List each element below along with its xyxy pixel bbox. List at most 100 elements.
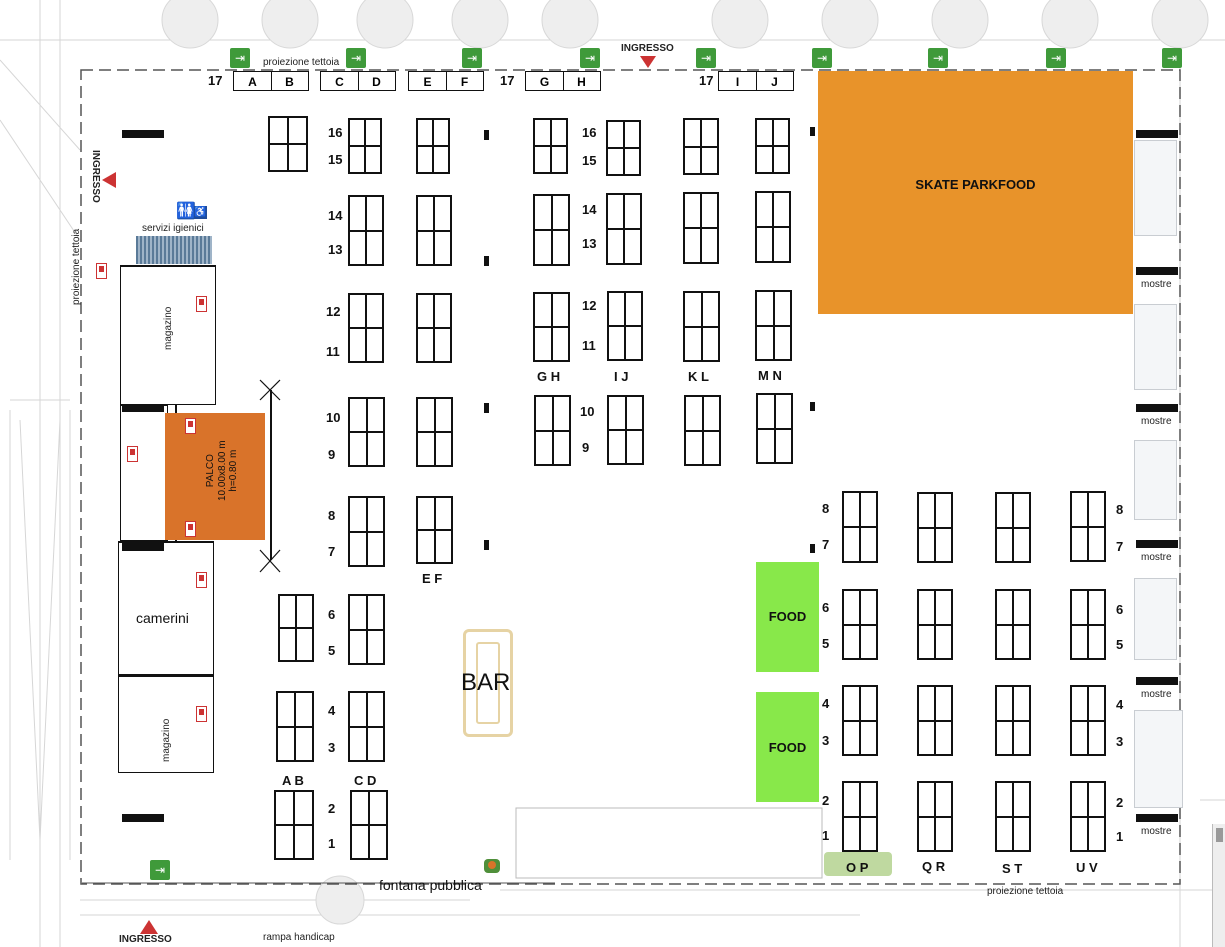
stall-block[interactable] xyxy=(683,192,719,264)
stall-block[interactable] xyxy=(995,781,1031,852)
stall-block[interactable] xyxy=(842,685,878,756)
column-label-ij: I J xyxy=(614,369,629,384)
scrollbar-thumb[interactable] xyxy=(1216,828,1223,842)
row-number-11: 11 xyxy=(582,338,596,353)
stall-block[interactable] xyxy=(995,589,1031,660)
stall-block[interactable] xyxy=(842,491,878,563)
row-number-5: 5 xyxy=(328,643,336,658)
emergency-exit-icon: ⇥ xyxy=(230,48,250,68)
stall-block[interactable] xyxy=(348,397,385,467)
stall-block[interactable] xyxy=(278,594,314,662)
stall-block[interactable] xyxy=(1070,491,1106,562)
wall-block xyxy=(1136,540,1178,548)
row-number-11: 11 xyxy=(326,344,340,359)
stall-block[interactable] xyxy=(995,685,1031,756)
stall-block[interactable] xyxy=(416,397,453,467)
toilets-label: servizi igienici xyxy=(142,223,204,234)
stall-letter: A xyxy=(248,75,257,89)
stall-block[interactable] xyxy=(416,118,450,174)
stall-block[interactable] xyxy=(607,395,644,465)
stall-block[interactable] xyxy=(1070,589,1106,660)
stall-block[interactable] xyxy=(606,120,641,176)
scrollbar[interactable] xyxy=(1212,824,1225,947)
emergency-exit-icon: ⇥ xyxy=(812,48,832,68)
stall-block[interactable] xyxy=(274,790,314,860)
stall-block[interactable] xyxy=(276,691,314,762)
row-number-3: 3 xyxy=(1116,734,1124,749)
stall-block[interactable] xyxy=(606,193,642,265)
row-number-8: 8 xyxy=(328,508,336,523)
stall-block[interactable] xyxy=(684,395,721,466)
wall-block xyxy=(122,404,164,412)
stall-letter: F xyxy=(460,75,469,89)
stall-block[interactable] xyxy=(534,395,571,466)
stall-block[interactable] xyxy=(416,293,452,363)
stall-block[interactable] xyxy=(995,492,1031,563)
post-marker xyxy=(484,540,489,550)
stall-block[interactable] xyxy=(348,594,385,665)
stall-block[interactable] xyxy=(416,195,452,266)
stall-block[interactable] xyxy=(348,118,382,174)
row-number-7: 7 xyxy=(328,544,336,559)
column-label-ab: A B xyxy=(282,773,304,788)
skatepark-area[interactable]: SKATE PARKFOOD xyxy=(818,71,1133,314)
exhibit-label: mostre xyxy=(1141,689,1172,700)
stall-block[interactable] xyxy=(533,194,570,266)
stall-block[interactable] xyxy=(756,393,793,464)
stall-block[interactable] xyxy=(842,589,878,660)
row-number-17: 17 xyxy=(208,73,223,88)
fire-extinguisher-icon xyxy=(185,418,196,434)
row-number-3: 3 xyxy=(822,733,830,748)
bar-counter[interactable] xyxy=(463,629,513,737)
skatepark-label: SKATE PARKFOOD xyxy=(915,177,1036,192)
stall-block[interactable] xyxy=(842,781,878,852)
stall-block[interactable] xyxy=(348,195,384,266)
stall-block[interactable] xyxy=(1070,685,1106,756)
stall-block[interactable] xyxy=(1070,781,1106,852)
row-number-14: 14 xyxy=(328,208,343,223)
stall-block[interactable] xyxy=(755,118,790,174)
row-number-16: 16 xyxy=(328,125,343,140)
stall-block[interactable] xyxy=(917,781,953,852)
stall-block[interactable] xyxy=(533,118,568,174)
food-area-1[interactable]: FOOD xyxy=(756,562,819,672)
wall-block xyxy=(122,130,164,138)
stage[interactable]: PALCO 10.00x8.00 m h=0.80 m xyxy=(165,413,265,540)
stall-letter: B xyxy=(285,75,294,89)
stall-block[interactable] xyxy=(755,191,791,263)
fire-extinguisher-icon xyxy=(196,706,207,722)
stall-block[interactable] xyxy=(348,293,384,363)
stall-block[interactable] xyxy=(917,589,953,660)
fire-extinguisher-icon xyxy=(196,572,207,588)
display-panel xyxy=(1134,440,1177,520)
stall-block[interactable] xyxy=(416,496,453,564)
food-label: FOOD xyxy=(768,609,807,624)
row-number-7: 7 xyxy=(822,537,830,552)
stall-block[interactable] xyxy=(683,118,719,175)
row-number-9: 9 xyxy=(328,447,336,462)
stall-block[interactable] xyxy=(683,291,720,362)
entrance-bottom-label: INGRESSO xyxy=(119,934,172,945)
wall-block xyxy=(1136,404,1178,412)
food-area-2[interactable]: FOOD xyxy=(756,692,819,802)
stall-block[interactable] xyxy=(348,496,385,567)
side-room xyxy=(120,405,168,541)
stall-block[interactable] xyxy=(348,691,385,762)
column-label-mn: M N xyxy=(758,368,782,383)
stall-block[interactable] xyxy=(917,492,953,563)
storage-label-bottom: magazino xyxy=(161,718,172,762)
stall-block[interactable] xyxy=(755,290,792,361)
stall-block[interactable] xyxy=(350,790,388,860)
wheelchair-icon: ♿ xyxy=(194,206,207,219)
stall-block[interactable] xyxy=(917,685,953,756)
row-number-10: 10 xyxy=(326,410,341,425)
stall-block[interactable] xyxy=(533,292,570,362)
stall-block[interactable] xyxy=(607,291,643,361)
stall-block[interactable] xyxy=(268,116,308,172)
